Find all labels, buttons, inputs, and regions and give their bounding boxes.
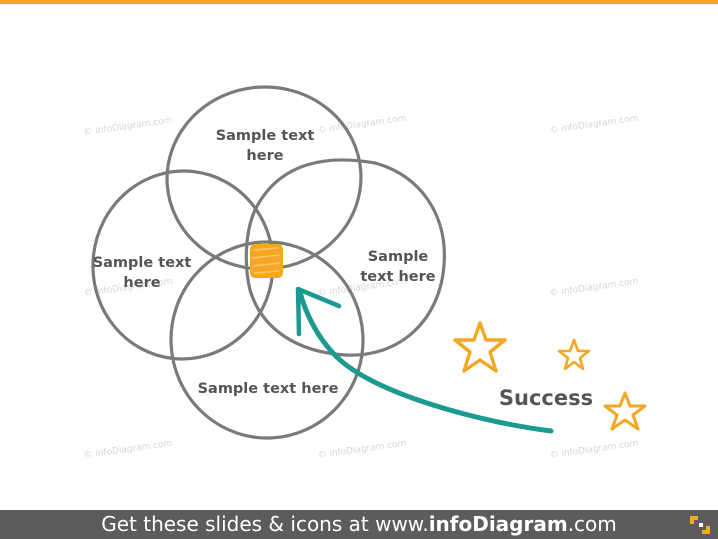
stars xyxy=(453,321,647,431)
footer-bar: Get these slides & icons at www.infoDiag… xyxy=(0,510,718,539)
venn-circle-right xyxy=(244,158,446,357)
watermark: © infoDiagram.com xyxy=(317,439,407,461)
venn-right-label-line2: text here xyxy=(360,269,435,285)
curved-arrow-icon xyxy=(295,286,554,434)
watermark: © infoDiagram.com xyxy=(83,116,173,138)
venn-bottom-label: Sample text here xyxy=(198,381,339,397)
watermark: © infoDiagram.com xyxy=(317,114,407,136)
watermark: © infoDiagram.com xyxy=(549,114,639,136)
top-accent-bar xyxy=(0,0,718,4)
watermark: © infoDiagram.com xyxy=(83,439,173,461)
venn-circle-bottom xyxy=(169,240,365,440)
footer-prefix: Get these slides & icons at www. xyxy=(101,512,429,536)
star-outline-icon xyxy=(557,338,591,371)
footer-suffix: .com xyxy=(567,512,617,536)
watermark: © infoDiagram.com xyxy=(549,439,639,461)
star-outline-icon xyxy=(453,321,507,373)
venn-left-label-line1: Sample text xyxy=(93,255,192,271)
infodiagram-logo-icon[interactable] xyxy=(688,514,712,536)
venn-left-label-line2: here xyxy=(123,275,160,291)
footer-brand[interactable]: infoDiagram xyxy=(428,512,568,536)
venn-top-label-line2: here xyxy=(246,148,283,164)
venn-right-label-line1: Sample xyxy=(368,249,429,265)
star-outline-icon xyxy=(603,391,647,431)
center-highlight-icon xyxy=(250,244,283,278)
venn-top-label-line1: Sample text xyxy=(216,128,315,144)
success-label: Success xyxy=(499,386,593,410)
watermark: © infoDiagram.com xyxy=(549,277,639,299)
